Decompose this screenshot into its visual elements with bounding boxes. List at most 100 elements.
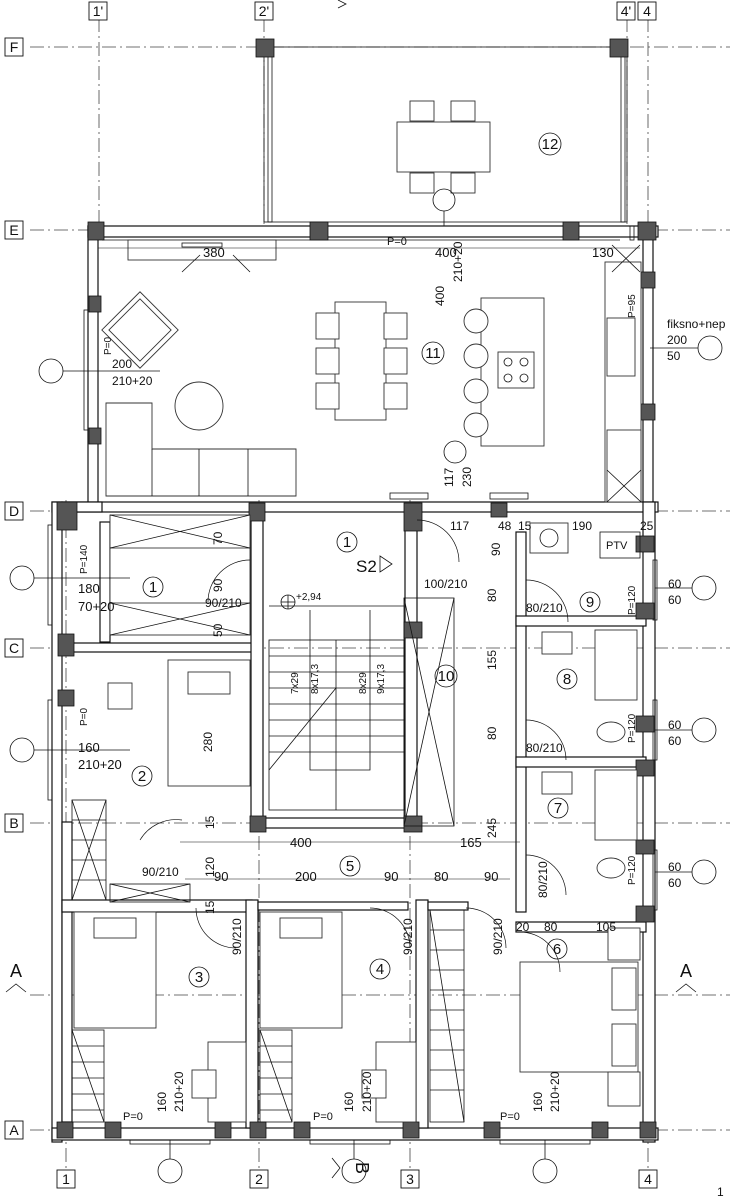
dining-table-interior xyxy=(315,301,408,421)
room-number-8: 8 xyxy=(563,671,571,688)
grid-marker-col-2 xyxy=(249,1169,269,1189)
tv-unit xyxy=(127,239,277,261)
dim-60-b2: 60 xyxy=(668,734,682,748)
dim-80-hall: 80 xyxy=(434,869,448,884)
column xyxy=(56,1121,74,1139)
washing-machine xyxy=(529,522,569,554)
column xyxy=(640,271,656,289)
grid-marker-col-3 xyxy=(400,1169,420,1189)
column xyxy=(57,633,75,657)
stair-right-riser: 9x17,3 xyxy=(376,664,387,694)
dim-160-room3: 160 xyxy=(155,1092,169,1112)
grid-label-row-C: C xyxy=(9,640,19,656)
ptv-label: PTV xyxy=(606,540,628,552)
grid-label-row-B: B xyxy=(9,815,18,831)
stair-labels: S2 +2,94 7x29 8x17,3 8x29 9x17,3 xyxy=(280,555,393,694)
dim-400-vertical: 400 xyxy=(433,286,447,306)
dim-120: 120 xyxy=(203,857,217,877)
stair-left-riser: 8x17,3 xyxy=(310,664,321,694)
hallway-5 xyxy=(109,841,520,903)
dim-160-room4: 160 xyxy=(342,1092,356,1112)
room-number-7: 7 xyxy=(554,800,562,817)
dim-160-room6: 160 xyxy=(531,1092,545,1112)
door-90-210-hall: 90/210 xyxy=(142,865,179,879)
column xyxy=(639,1121,657,1139)
dim-90-hall-b: 90 xyxy=(384,869,398,884)
room-number-10: 10 xyxy=(438,668,455,685)
sill-p120-bath7: P=120 xyxy=(627,855,638,885)
grid-marker-row-D xyxy=(4,501,24,521)
sill-p0-room4: P=0 xyxy=(313,1111,333,1123)
dim-130: 130 xyxy=(592,245,614,260)
column xyxy=(403,815,423,833)
column xyxy=(104,1121,122,1139)
door-90-210-room6: 90/210 xyxy=(491,918,505,955)
column xyxy=(609,38,629,58)
column xyxy=(56,501,78,531)
room-number-12: 12 xyxy=(542,136,559,153)
fridge xyxy=(606,429,642,503)
column xyxy=(562,221,580,241)
column xyxy=(309,221,329,241)
dim-60-b1: 60 xyxy=(668,718,682,732)
dim-60-c1: 60 xyxy=(668,860,682,874)
sill-p0-left: P=0 xyxy=(103,336,114,355)
section-arrow-B-top xyxy=(337,0,347,9)
sill-p0-room2: P=0 xyxy=(79,707,90,726)
coffee-table xyxy=(174,381,224,431)
grid-label-row-F: F xyxy=(10,39,19,55)
door-80-210-bath7: 80/210 xyxy=(536,861,550,898)
washbasin xyxy=(541,631,573,655)
dim-70: 70 xyxy=(211,531,225,545)
column xyxy=(635,602,655,620)
grid-label-col-4-bottom: 4 xyxy=(644,1171,652,1187)
dim-117: 117 xyxy=(450,519,469,533)
grid-label-col-4prime: 4' xyxy=(621,3,631,19)
dim-50-right: 50 xyxy=(667,349,681,363)
grid-marker-row-C xyxy=(4,638,24,658)
stair-s2 xyxy=(268,597,455,827)
room-3-furniture xyxy=(71,911,247,1123)
sofa xyxy=(105,402,297,497)
grid-label-row-E: E xyxy=(9,222,18,238)
wardrobe-room-1 xyxy=(109,514,251,636)
column xyxy=(214,1121,232,1139)
dim-210-20-room2: 210+20 xyxy=(78,757,122,772)
room-number-3: 3 xyxy=(195,969,203,986)
kitchen-sink xyxy=(606,317,636,377)
cooktop xyxy=(497,351,535,389)
dim-15-top: 15 xyxy=(518,519,532,533)
shower xyxy=(594,629,638,701)
toilet xyxy=(596,857,626,879)
column xyxy=(249,815,267,833)
grid-label-col-1: 1 xyxy=(62,1171,70,1187)
room-2-furniture xyxy=(71,659,251,901)
grid-markers: 1' 2' 4' 4 1 2 3 4 F E D C B A xyxy=(4,1,658,1189)
grid-marker-row-E xyxy=(4,220,24,240)
wardrobe-room-6 xyxy=(429,909,465,1123)
grid-label-col-2: 2 xyxy=(255,1171,263,1187)
column xyxy=(402,1121,420,1139)
column xyxy=(255,38,275,58)
room-number-1-entry: 1 xyxy=(343,534,351,551)
column xyxy=(591,1121,609,1139)
door-80-210-utility: 80/210 xyxy=(526,601,563,615)
annotations: 380 P=0 400 210+20 400 130 P=95 fiksno+n… xyxy=(78,236,726,1199)
dim-80-lower: 80 xyxy=(485,726,499,740)
grid-marker-col-4prime xyxy=(616,1,636,21)
storage xyxy=(403,597,455,827)
column xyxy=(248,502,266,522)
dim-20: 20 xyxy=(516,920,530,934)
sill-p0-living: P=0 xyxy=(387,236,407,248)
grid-marker-row-B xyxy=(4,813,24,833)
dim-280: 280 xyxy=(201,732,215,752)
column xyxy=(88,427,102,445)
column xyxy=(403,621,423,639)
section-arrow-B-bottom xyxy=(331,1157,341,1179)
dim-60-a1: 60 xyxy=(668,577,682,591)
kitchen-counter xyxy=(604,244,642,503)
columns xyxy=(56,221,657,1139)
room-number-5: 5 xyxy=(346,858,354,875)
dim-60-c2: 60 xyxy=(668,876,682,890)
section-mark-A-left: A xyxy=(10,961,22,981)
